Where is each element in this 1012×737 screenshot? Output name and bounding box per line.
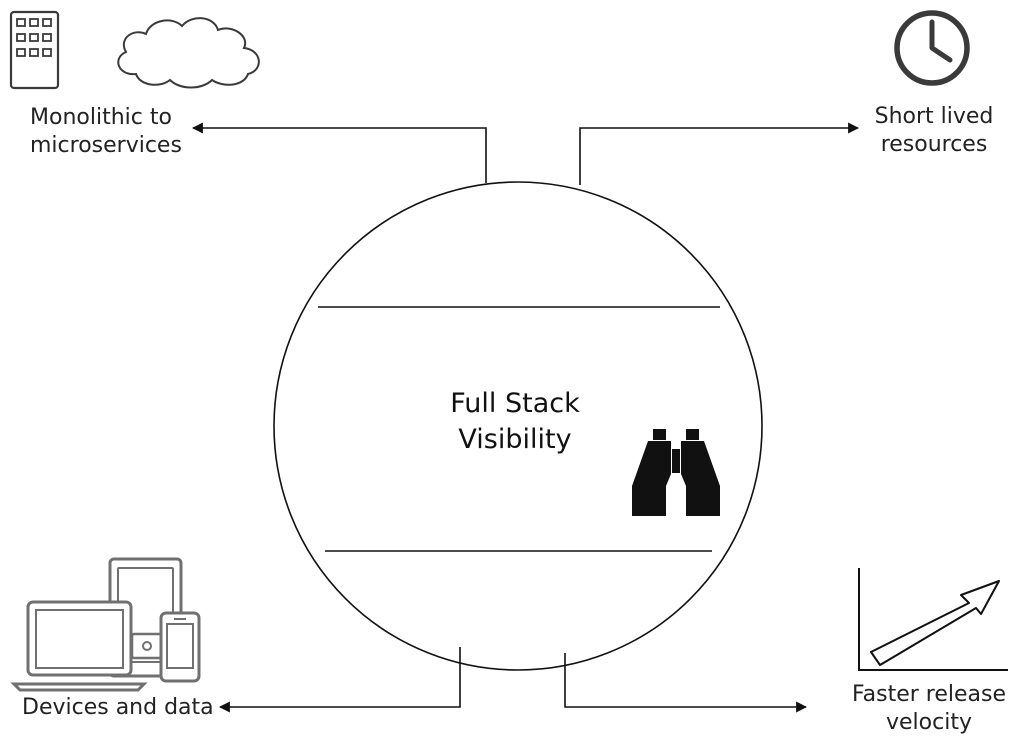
label-faster-release-line2: velocity [886,710,972,735]
label-faster-release: Faster release velocity [846,681,1012,737]
clock-icon [894,10,970,86]
label-short-lived-line1: Short lived [874,104,994,129]
devices-icon [10,557,201,692]
label-monolithic: Monolithic to microservices [30,104,182,160]
core-circle [273,181,763,671]
label-faster-release-line1: Faster release [852,682,1006,707]
connector-short-lived [579,122,860,185]
label-monolithic-line2: microservices [30,133,182,158]
building-icon [9,10,60,90]
label-monolithic-line1: Monolithic to [30,105,172,130]
trend-up-icon [858,568,1008,671]
connector-monolithic [191,122,487,183]
cloud-icon [117,17,260,89]
core-title-line2: Visibility [458,424,572,455]
label-short-lived-line2: resources [880,132,988,157]
core-title: Full Stack Visibility [400,386,630,458]
core-title-line1: Full Stack [450,388,580,419]
connector-faster-release [564,653,808,713]
label-devices: Devices and data [22,694,214,722]
binoculars-icon [632,429,720,516]
label-devices-text: Devices and data [22,695,214,720]
connector-devices [218,647,461,713]
label-short-lived: Short lived resources [862,103,1006,159]
